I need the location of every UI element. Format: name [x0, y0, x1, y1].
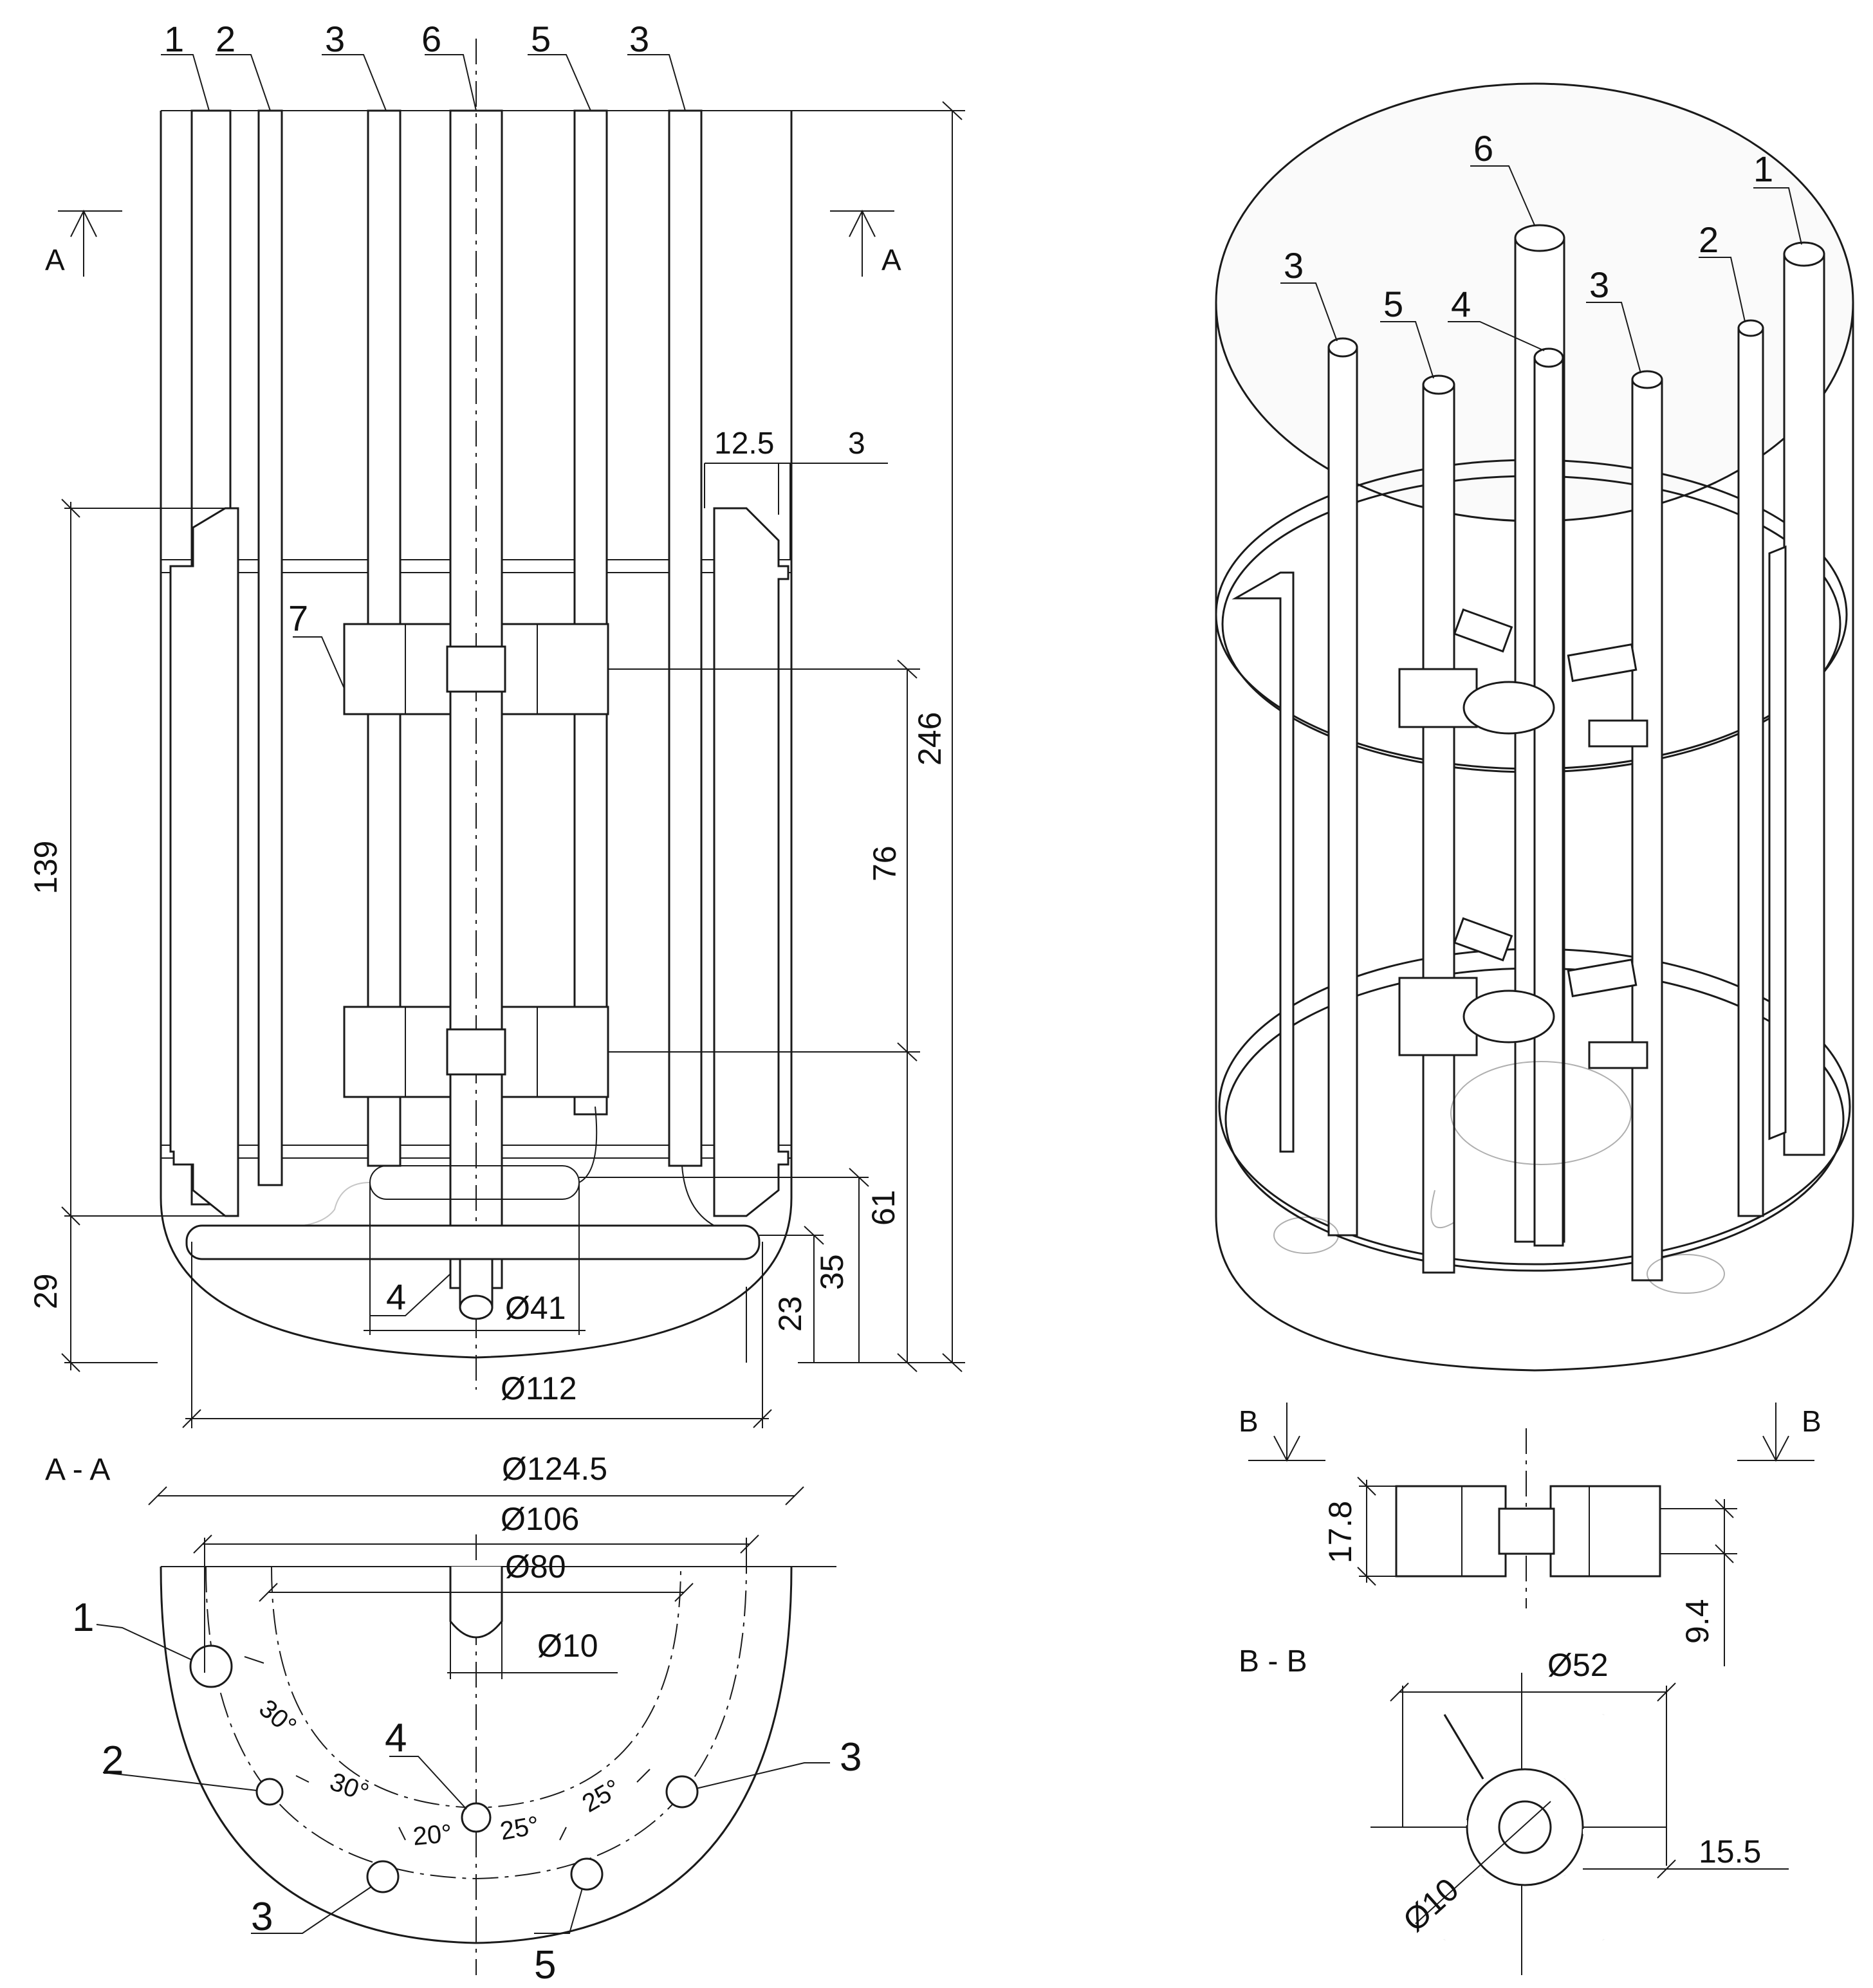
heating-coil — [302, 1106, 715, 1226]
iso-impeller-upper — [1398, 608, 1648, 748]
iso-rod-4 — [1533, 356, 1564, 1247]
aa-hole-1 — [189, 1644, 233, 1688]
detail-hub — [1498, 1507, 1555, 1555]
dim-15-5: 15.5 — [1699, 1834, 1761, 1870]
callout-top-3a: 3 — [325, 19, 345, 59]
callout-iso-5: 5 — [1383, 284, 1403, 324]
bb-bore — [1498, 1800, 1552, 1854]
angle-30a: 30° — [254, 1694, 302, 1741]
callout-iso-4: 4 — [1451, 284, 1471, 324]
iso-rod-5 — [1422, 383, 1455, 1274]
dim-phi41: Ø41 — [505, 1290, 566, 1326]
aa-hole-2 — [255, 1778, 284, 1806]
callout-top-6: 6 — [421, 19, 441, 59]
callout-aa-3-left: 3 — [251, 1895, 273, 1939]
section-bb — [1370, 1673, 1789, 1975]
callout-iso-2: 2 — [1699, 219, 1719, 260]
dim-17-8: 17.8 — [1322, 1501, 1358, 1563]
dim-phi80: Ø80 — [505, 1549, 566, 1585]
iso-view — [1215, 82, 1854, 1372]
dim-35: 35 — [814, 1254, 850, 1290]
impeller-lower — [343, 1006, 609, 1098]
section-mark-a-right: A — [881, 243, 901, 277]
dim-phi106: Ø106 — [501, 1501, 579, 1537]
rod-2 — [257, 109, 283, 1186]
angle-30b: 30° — [326, 1767, 373, 1807]
aa-hole-3-right — [665, 1775, 699, 1809]
callout-7: 7 — [288, 598, 308, 638]
section-title-aa: A - A — [45, 1453, 110, 1487]
iso-rod-1 — [1783, 253, 1825, 1156]
rod-3-right — [668, 109, 703, 1167]
callout-iso-3a: 3 — [1284, 245, 1304, 286]
impeller-upper — [343, 623, 609, 715]
callout-aa-1: 1 — [72, 1596, 94, 1640]
callout-iso-3b: 3 — [1589, 264, 1609, 305]
dim-phi52: Ø52 — [1547, 1647, 1609, 1683]
dim-phi10-aa: Ø10 — [537, 1628, 598, 1664]
iso-rod-3a — [1327, 346, 1358, 1237]
section-mark-b-right: B — [1802, 1404, 1822, 1438]
angle-20: 20° — [412, 1819, 453, 1851]
callout-iso-6: 6 — [1473, 128, 1493, 169]
baffle-left — [169, 507, 239, 1217]
dim-phi112: Ø112 — [501, 1370, 577, 1406]
iso-rod-2 — [1737, 327, 1764, 1217]
aa-hole-5 — [570, 1857, 604, 1891]
dim-139: 139 — [28, 841, 64, 894]
dim-3: 3 — [848, 427, 865, 461]
iso-impeller-lower — [1398, 917, 1648, 1069]
callout-top-3b: 3 — [629, 19, 649, 59]
iso-rod-3b — [1631, 378, 1663, 1282]
dim-phi124-5: Ø124.5 — [502, 1451, 607, 1487]
baffle-right — [713, 507, 789, 1217]
section-mark-a-left: A — [45, 243, 65, 277]
bottom-plate — [185, 1224, 761, 1260]
callout-top-1: 1 — [164, 19, 184, 59]
section-title-bb: B - B — [1239, 1644, 1307, 1679]
detail-blade-left — [1395, 1485, 1507, 1578]
front-view — [58, 39, 965, 1428]
callout-aa-2: 2 — [102, 1738, 124, 1783]
section-aa — [96, 1486, 836, 1975]
callout-aa-5: 5 — [534, 1943, 556, 1987]
dim-76: 76 — [867, 845, 903, 881]
dim-12-5: 12.5 — [714, 427, 774, 461]
aa-hole-3-left — [366, 1860, 400, 1893]
dim-23: 23 — [772, 1296, 808, 1332]
impeller-detail — [1248, 1403, 1814, 1666]
dim-9-4: 9.4 — [1679, 1599, 1715, 1644]
dim-246: 246 — [912, 712, 948, 766]
aa-outer-arc — [160, 1566, 793, 1944]
callout-top-5: 5 — [531, 19, 551, 59]
aa-hole-4 — [461, 1802, 492, 1833]
callout-aa-4: 4 — [385, 1716, 407, 1760]
rod-5 — [573, 109, 608, 1116]
detail-blade-right — [1549, 1485, 1661, 1578]
callout-aa-3-right: 3 — [840, 1735, 862, 1780]
section-mark-b-left: B — [1239, 1404, 1259, 1438]
callout-iso-1: 1 — [1753, 149, 1773, 189]
dim-phi10-bb: Ø10 — [1396, 1871, 1466, 1938]
vessel-outline — [160, 111, 793, 1359]
dim-29: 29 — [28, 1273, 64, 1309]
callout-4-front: 4 — [386, 1276, 406, 1317]
dim-61: 61 — [865, 1190, 901, 1226]
callout-top-2: 2 — [216, 19, 235, 59]
labels: 1 2 3 6 5 3 7 4 6 1 2 3 5 4 3 1 2 3 4 5 … — [28, 19, 1822, 1987]
angle-25a: 25° — [498, 1811, 541, 1846]
